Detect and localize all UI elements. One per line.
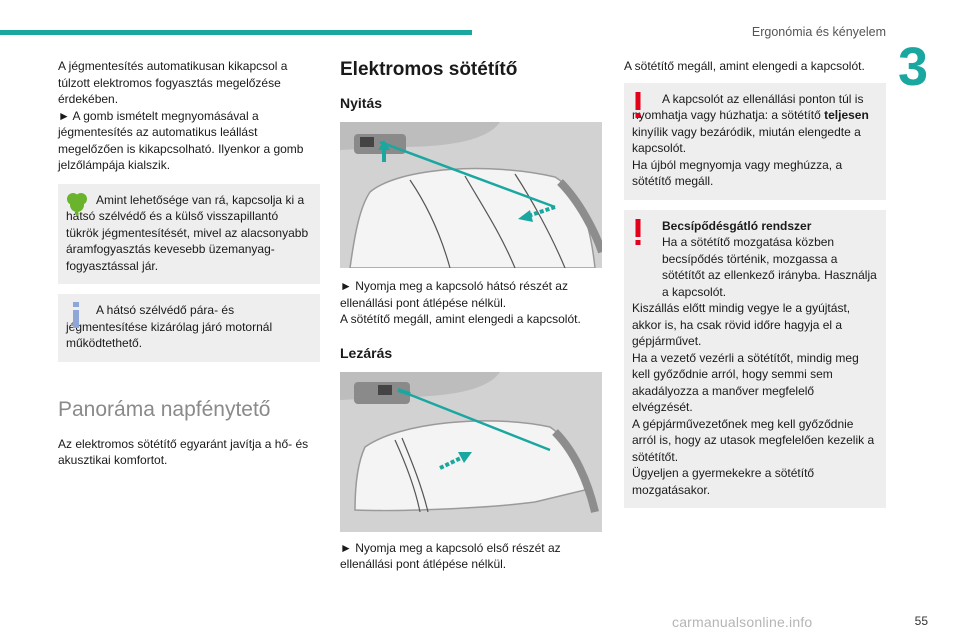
header-title: Ergonómia és kényelem xyxy=(751,25,886,39)
column-left: A jégmentesítés automatikusan kikapcsol … xyxy=(58,58,320,469)
section-text: Az elektromos sötétítő egyaránt javítja … xyxy=(58,436,309,468)
column-middle: Elektromos sötétítő Nyitás ► Nyomja meg … xyxy=(340,58,602,573)
antipinch-p4: A gépjárművezetőnek meg kell győződnie a… xyxy=(632,416,875,464)
open-heading: Nyitás xyxy=(340,95,383,111)
eco-note-text: Amint lehetősége van rá, kapcsolja ki a … xyxy=(66,192,309,273)
antipinch-p5: Ügyeljen a gyermekekre a sötétítő mozgat… xyxy=(632,466,815,497)
warning-note-full-travel: A kapcsolót az ellenállási ponton túl is… xyxy=(624,82,886,200)
paragraph-stop: A sötétítő megáll, amint elengedi a kapc… xyxy=(624,59,865,73)
close-instruction: ► Nyomja meg a kapcsoló első részét az e… xyxy=(340,540,561,572)
open-instruction: ► Nyomja meg a kapcsoló hátsó részét az … xyxy=(340,279,568,310)
antipinch-title: Becsípődésgátló rendszer xyxy=(662,218,812,233)
open-instruction-2: A sötétítő megáll, amint elengedi a kapc… xyxy=(340,312,581,326)
warning-text-a: A kapcsolót az ellenállási ponton túl is… xyxy=(632,91,864,123)
figure-closing xyxy=(340,371,602,532)
paragraph-button-off: ► A gomb ismételt megnyomásával a jégmen… xyxy=(58,108,304,173)
arrow-icon xyxy=(378,140,390,162)
column-right: A sötétítő megáll, amint elengedi a kapc… xyxy=(624,58,886,508)
header-accent-bar xyxy=(0,30,472,35)
close-heading: Lezárás xyxy=(340,344,393,361)
chapter-number: 3 xyxy=(897,37,928,97)
warning-note-antipinch: Becsípődésgátló rendszer Ha a sötétítő m… xyxy=(624,209,886,508)
info-note: A hátsó szélvédő pára- és jégmentesítése… xyxy=(58,294,320,362)
figure-opening xyxy=(340,122,602,268)
section-title: Panoráma napfénytető xyxy=(58,397,271,421)
warning-text-b: kinyílik vagy bezáródik, miután elengedt… xyxy=(632,124,861,156)
antipinch-p3: Ha a vezető vezérli a sötétítőt, mindig … xyxy=(632,350,859,415)
warning-text-c: Ha újból megnyomja vagy meghúzza, a söté… xyxy=(632,157,843,189)
paragraph-auto-off: A jégmentesítés automatikusan kikapcsol … xyxy=(58,59,288,106)
shade-title: Elektromos sötétítő xyxy=(340,59,518,80)
eco-icon xyxy=(65,191,89,222)
eco-note: Amint lehetősége van rá, kapcsolja ki a … xyxy=(58,183,320,284)
antipinch-p1: Ha a sötétítő mozgatása közben becsípődé… xyxy=(662,235,877,299)
page-number: 55 xyxy=(914,614,928,628)
warning-icon xyxy=(634,218,642,250)
info-note-text: A hátsó szélvédő pára- és jégmentesítése… xyxy=(66,303,273,350)
info-icon xyxy=(72,302,80,333)
warning-icon xyxy=(634,91,642,123)
warning-text-bold: teljesen xyxy=(824,108,869,122)
watermark: carmanualsonline.info xyxy=(672,614,813,630)
antipinch-p2: Kiszállás előtt mindig vegye le a gyújtá… xyxy=(632,301,851,348)
